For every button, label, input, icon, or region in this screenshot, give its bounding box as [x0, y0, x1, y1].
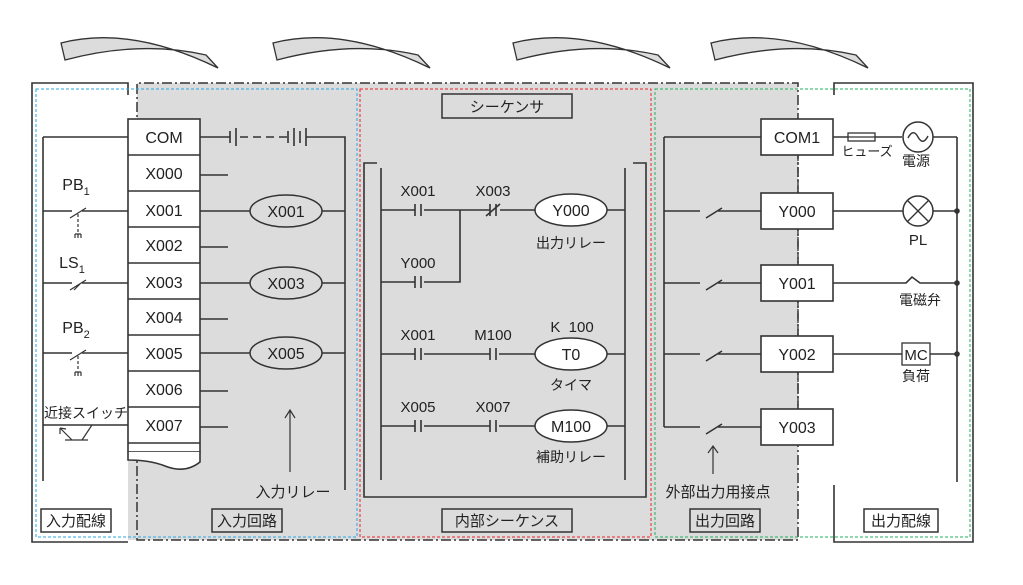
input-relay-label: 入力リレー — [255, 483, 330, 501]
input-wiring-frame — [31, 82, 129, 543]
rung1-contact1: X001 — [400, 183, 435, 200]
pilot-lamp-icon: PL — [833, 195, 960, 249]
flow-arrow-3 — [512, 37, 671, 69]
plc-boundary — [136, 82, 799, 541]
rung1-branch: Y000 — [400, 255, 435, 272]
flow-arrows — [60, 37, 869, 69]
fuse-label: ヒューズ — [841, 144, 892, 160]
input-relay-x001: X001 — [200, 194, 345, 228]
svg-text:出力配線: 出力配線 — [871, 512, 931, 530]
svg-text:シーケンサ: シーケンサ — [470, 98, 545, 116]
load-label: 負荷 — [902, 369, 930, 385]
rung3-contact1: X005 — [400, 399, 435, 416]
flow-arrow-4 — [710, 37, 869, 69]
solenoid-valve-icon: 電磁弁 — [833, 275, 960, 309]
fuse: ヒューズ — [833, 132, 902, 160]
svg-text:入力配線: 入力配線 — [46, 512, 106, 530]
pb2-switch: PB2 — [43, 320, 128, 376]
rung3-coil-label: 補助リレー — [536, 450, 606, 466]
svg-text:入力回路: 入力回路 — [217, 512, 277, 530]
mc-load-icon: MC 負荷 — [833, 342, 960, 385]
mc-label: MC — [904, 347, 927, 364]
terminal-y001: Y001 — [778, 276, 815, 293]
solenoid-label: 電磁弁 — [899, 293, 941, 309]
output-wiring-frame — [833, 82, 974, 543]
label-output-wiring: 出力配線 — [863, 508, 939, 533]
terminal-x000: X000 — [145, 166, 182, 183]
label-input-circuit: 入力回路 — [211, 508, 283, 533]
flow-arrow-1 — [60, 37, 219, 69]
label-input-wiring: 入力配線 — [40, 508, 112, 533]
svg-text:内部シーケンス: 内部シーケンス — [455, 512, 559, 530]
plc-panel — [137, 83, 798, 540]
terminal-x003: X003 — [145, 275, 182, 292]
pb1-label: PB1 — [62, 177, 89, 198]
output-contact-label: 外部出力用接点 — [665, 483, 770, 501]
terminal-x002: X002 — [145, 238, 182, 255]
pb2-label: PB2 — [62, 320, 89, 341]
com-battery — [200, 128, 346, 490]
proximity-switch: 近接スイッチ — [43, 405, 128, 441]
rung1-contact2: X003 — [475, 183, 510, 200]
svg-text:X001: X001 — [267, 204, 304, 221]
ls1-label: LS1 — [59, 255, 85, 276]
terminal-y003: Y003 — [778, 420, 815, 437]
rung3-contact2: X007 — [475, 399, 510, 416]
pb1-switch: PB1 — [43, 177, 128, 238]
label-output-circuit: 出力回路 — [689, 508, 761, 533]
terminal-x001: X001 — [145, 203, 182, 220]
rung1-coil: Y000 — [552, 203, 589, 220]
label-internal-sequence: 内部シーケンス — [441, 508, 573, 533]
output-terminals: COM1 Y000 Y001 Y002 Y003 — [760, 118, 834, 446]
proximity-label: 近接スイッチ — [44, 405, 128, 422]
input-terminal-block: COM X000 X001 X002 X003 X004 X005 X006 X… — [127, 118, 201, 470]
terminal-com1: COM1 — [774, 130, 820, 147]
input-relay-x005: X005 — [200, 336, 345, 370]
svg-text:出力回路: 出力回路 — [695, 512, 755, 530]
rung1-coil-label: 出力リレー — [536, 236, 606, 252]
terminal-x005: X005 — [145, 346, 182, 363]
internal-section-border — [359, 88, 652, 538]
rung3-coil: M100 — [551, 419, 591, 436]
terminal-x006: X006 — [145, 382, 182, 399]
power-label: 電源 — [902, 154, 930, 170]
output-contacts — [664, 207, 761, 435]
svg-text:X005: X005 — [267, 346, 304, 363]
flow-arrow-2 — [272, 37, 431, 69]
terminal-y000: Y000 — [778, 204, 815, 221]
terminal-x004: X004 — [145, 310, 182, 327]
power-source-icon: 電源 — [902, 121, 957, 170]
ls1-switch: LS1 — [43, 255, 128, 291]
rung2-coil: T0 — [562, 347, 581, 364]
input-relay-x003: X003 — [200, 266, 345, 300]
terminal-y002: Y002 — [778, 347, 815, 364]
ladder-rung-2: X001 M100 K 100 T0 タイマ — [381, 319, 625, 394]
rung2-coil-label: タイマ — [550, 378, 592, 394]
terminal-x007: X007 — [145, 418, 182, 435]
ladder-rung-1: X001 X003 Y000 Y000 出力リレー — [381, 183, 625, 288]
rung2-setting: K 100 — [550, 319, 593, 336]
terminal-com: COM — [145, 130, 182, 147]
rung2-contact2: M100 — [474, 327, 512, 344]
output-section-border — [654, 88, 971, 538]
lamp-label: PL — [909, 232, 927, 249]
sequencer-title: シーケンサ — [441, 93, 573, 119]
input-section-border — [35, 88, 358, 538]
ladder-rung-3: X005 X007 M100 補助リレー — [381, 399, 625, 466]
rung2-contact1: X001 — [400, 327, 435, 344]
svg-text:X003: X003 — [267, 276, 304, 293]
